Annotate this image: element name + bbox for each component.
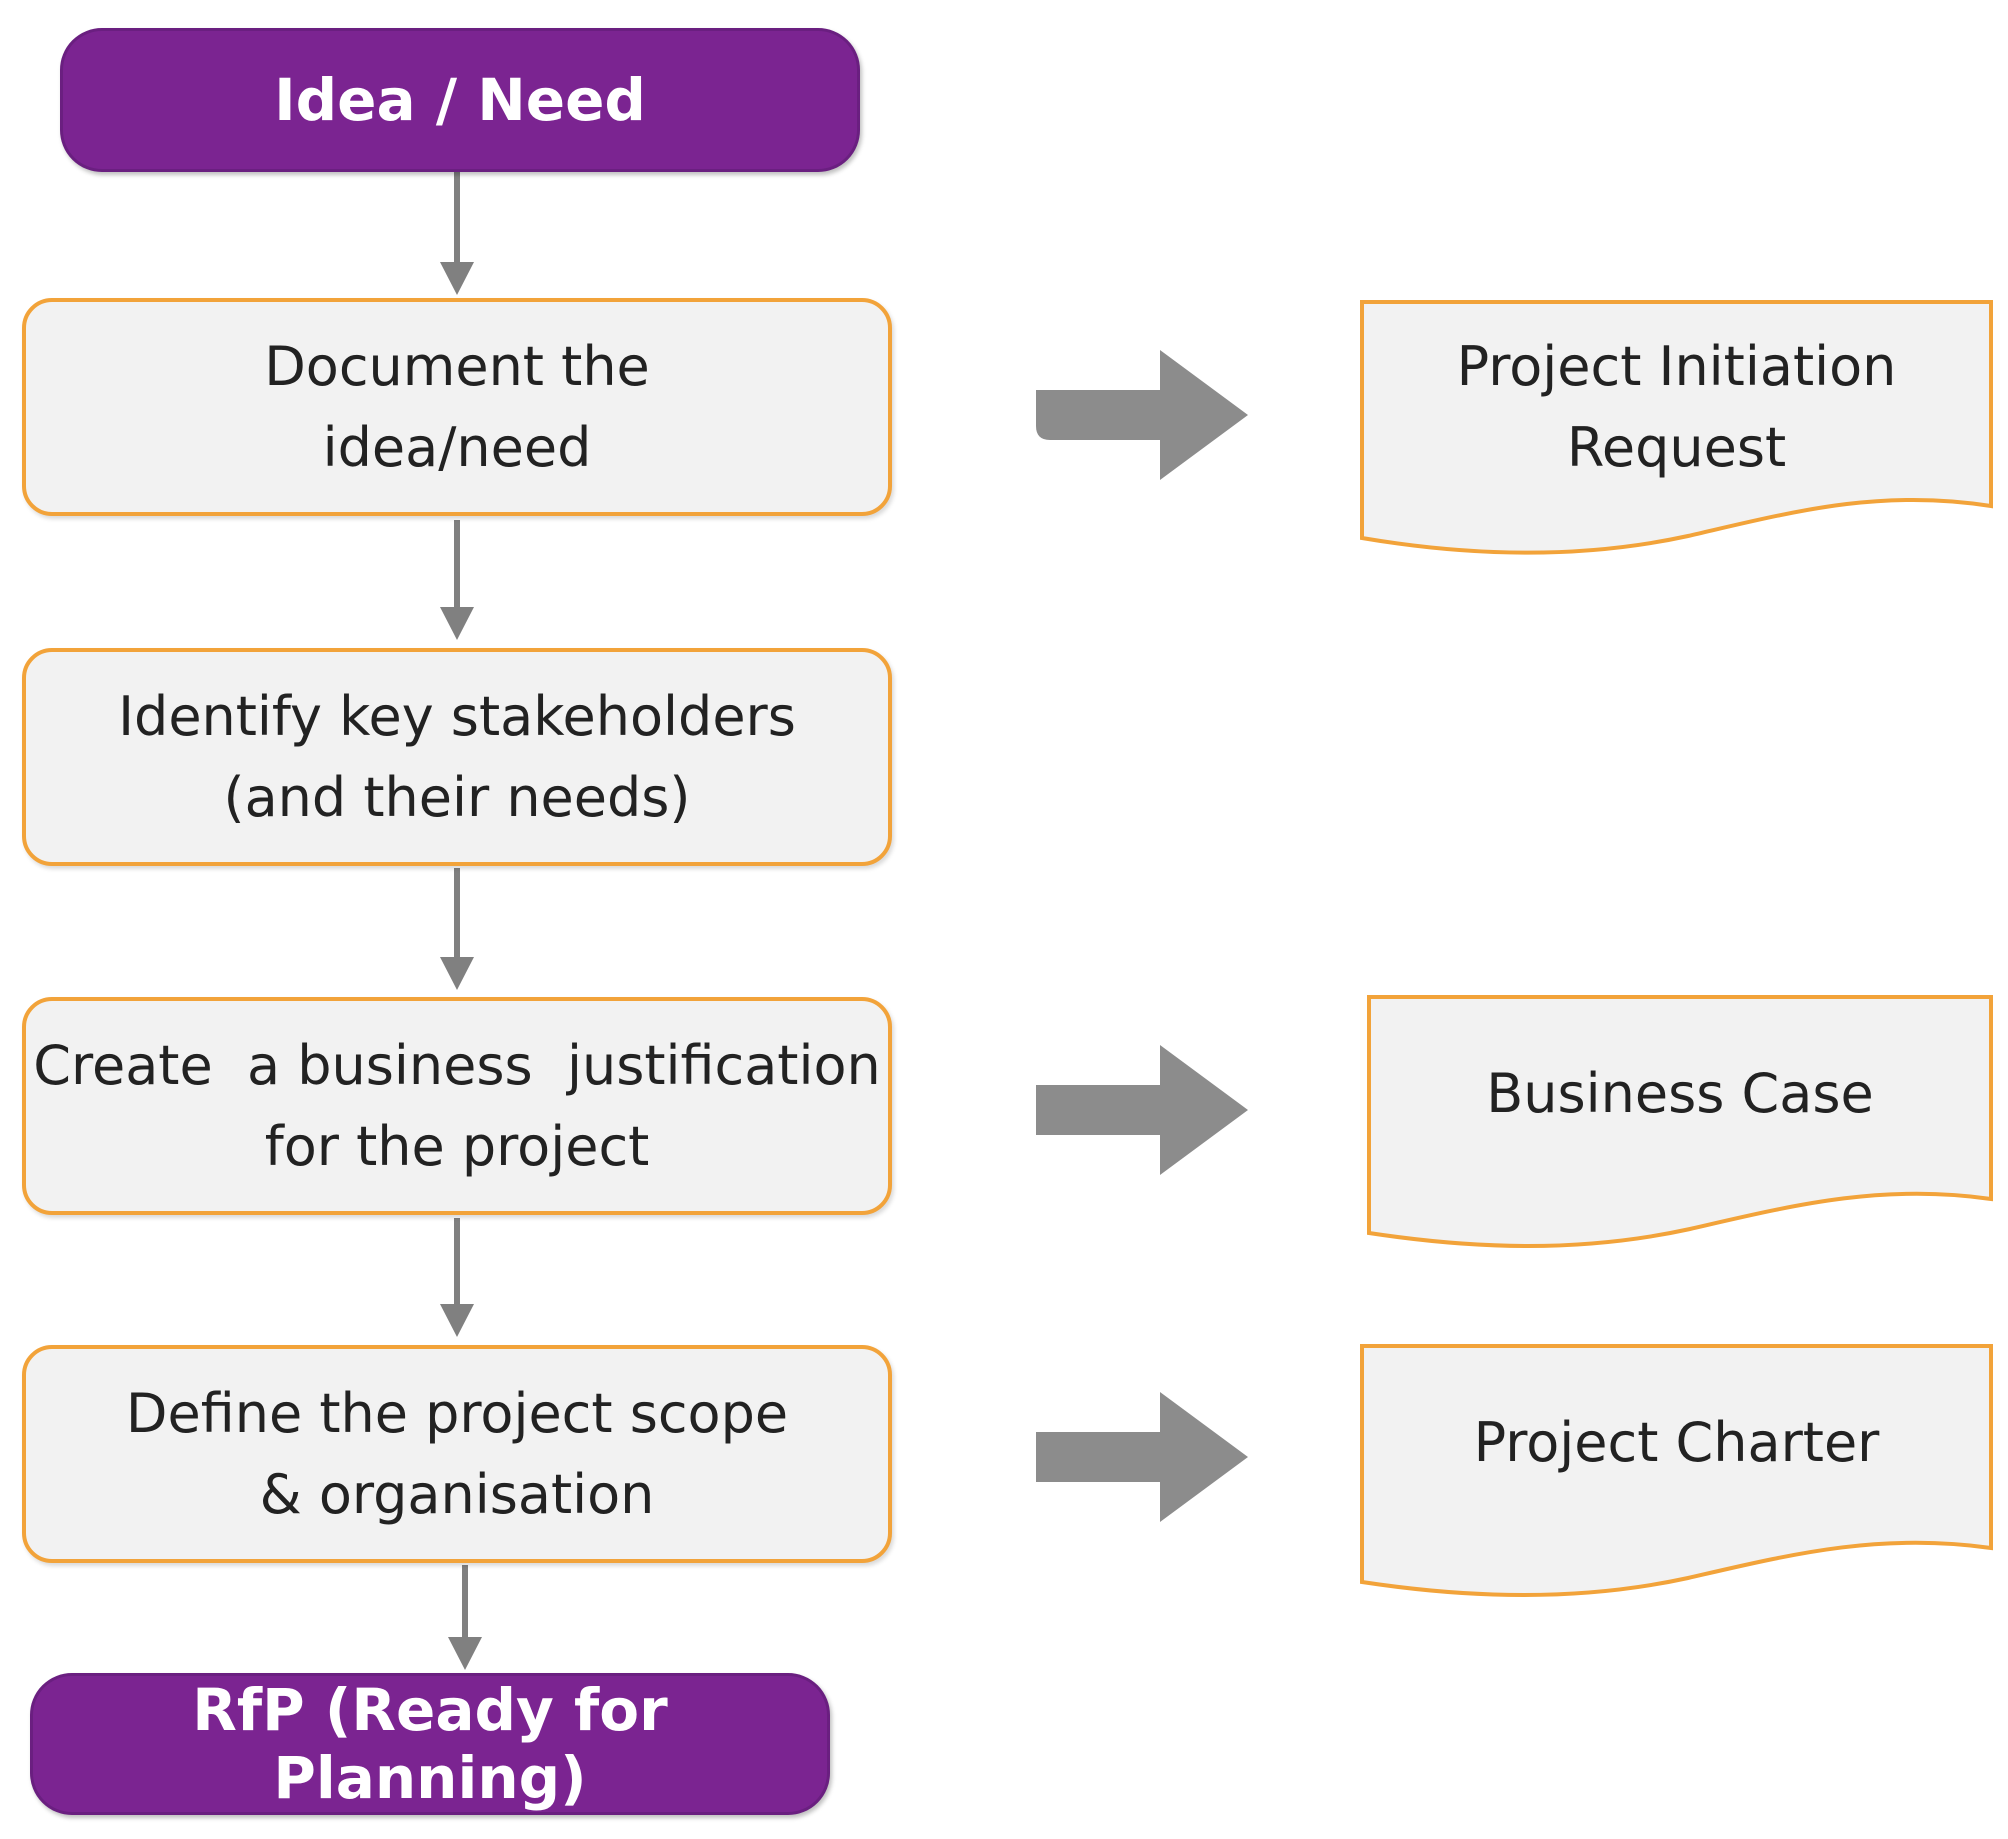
step-2-line-2: (and their needs) [223,766,691,829]
end-terminal: RfP (Ready for Planning) [30,1673,830,1815]
step-4-line-2: & organisation [259,1463,655,1526]
output-arrow-3 [1036,1392,1248,1522]
start-label: Idea / Need [274,66,646,134]
connector-start-to-step-1 [440,172,474,295]
connector-step-1-to-step-2 [440,520,474,640]
start-terminal: Idea / Need [60,28,860,172]
output-doc-project-charter: Project Charter [1358,1342,1995,1604]
document-shape [1360,300,1993,555]
flow-connectors [440,172,482,1670]
connector-step-4-to-end [448,1565,482,1670]
output-doc-business-case: Business Case [1365,993,1995,1255]
document-shape [1367,995,1993,1248]
connector-step-3-to-step-4 [440,1218,474,1337]
connector-step-2-to-step-3 [440,868,474,990]
step-business-justification: Create a business justification for the … [22,997,892,1215]
step-4-line-1: Define the project scope [125,1382,789,1445]
step-document-idea: Document the idea/need [22,298,892,516]
output-1-line-1: Project Initiation [1456,335,1897,398]
step-3-line-2: for the project [264,1115,650,1178]
step-identify-stakeholders: Identify key stakeholders (and their nee… [22,648,892,866]
step-2-line-1: Identify key stakeholders [118,685,796,748]
document-shape [1360,1344,1993,1597]
output-1-line-2: Request [1566,416,1787,479]
output-arrow-2 [1036,1045,1248,1175]
step-1-line-2: idea/need [322,416,592,479]
output-2-line-1: Business Case [1486,1062,1874,1125]
output-arrow-1 [1036,350,1248,480]
step-define-scope: Define the project scope & organisation [22,1345,892,1563]
output-3-line-1: Project Charter [1473,1411,1880,1474]
step-1-line-1: Document the [264,335,650,398]
end-label: RfP (Ready for Planning) [192,1676,668,1812]
step-3-line-1: Create a business justification [33,1034,881,1097]
output-doc-project-initiation-request: Project Initiation Request [1358,298,1995,560]
output-arrows [1036,350,1248,1522]
